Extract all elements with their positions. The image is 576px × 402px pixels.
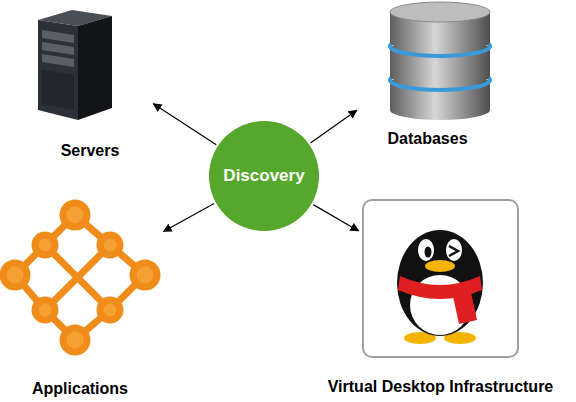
node-label: Servers (61, 142, 120, 160)
resource-node: Databases (360, 0, 495, 120)
penguin-eye (446, 239, 462, 261)
server-front (38, 20, 78, 120)
penguin-eye (418, 239, 434, 261)
node-text-box: Discovery (209, 121, 319, 231)
network-node (100, 300, 120, 320)
discovery-circle: Discovery (209, 121, 319, 231)
connector-arrow (164, 204, 215, 232)
network-node (133, 263, 157, 287)
node-label-box: Virtual Desktop Infrastructure (328, 378, 554, 396)
network-node (3, 263, 27, 287)
resource-node: Applications (0, 195, 160, 360)
network-link (45, 245, 110, 310)
node-label: Applications (32, 380, 128, 398)
node-label-box: Applications (32, 380, 128, 398)
drive-bay (42, 54, 74, 67)
penguin-beak (425, 260, 455, 272)
penguin-icon (397, 230, 483, 344)
node-label-box: Servers (61, 142, 120, 160)
server-panel (42, 70, 74, 110)
network-node (35, 235, 55, 255)
network-node (35, 300, 55, 320)
circle-fill (209, 121, 319, 231)
connector-arrow (153, 104, 216, 145)
penguin-scarf-end (452, 288, 477, 324)
network-node (63, 328, 87, 352)
network-node (63, 203, 87, 227)
connector-arrow (310, 110, 356, 143)
penguin-pupil (425, 247, 432, 258)
drive-bay (42, 30, 74, 43)
db-top (390, 2, 490, 22)
server-icon (38, 10, 112, 120)
network-node (100, 235, 120, 255)
penguin-body (397, 230, 483, 336)
database-icon (390, 2, 490, 120)
resource-node: Virtual Desktop Infrastructure (362, 199, 519, 358)
db-body (390, 32, 490, 52)
db-body (390, 100, 490, 120)
penguin-wink (449, 246, 458, 256)
resource-node: Servers (30, 0, 150, 125)
node-label: Virtual Desktop Infrastructure (328, 378, 554, 396)
db-body (390, 66, 490, 86)
node-label-box: Databases (387, 130, 467, 148)
server-side (78, 16, 112, 120)
network-link (15, 215, 145, 340)
connector-arrow (313, 205, 358, 231)
node-label: Databases (387, 130, 467, 148)
network-link (45, 245, 110, 310)
drive-bay (42, 42, 74, 55)
node-label: Discovery (223, 166, 304, 186)
applications-icon (3, 203, 157, 352)
